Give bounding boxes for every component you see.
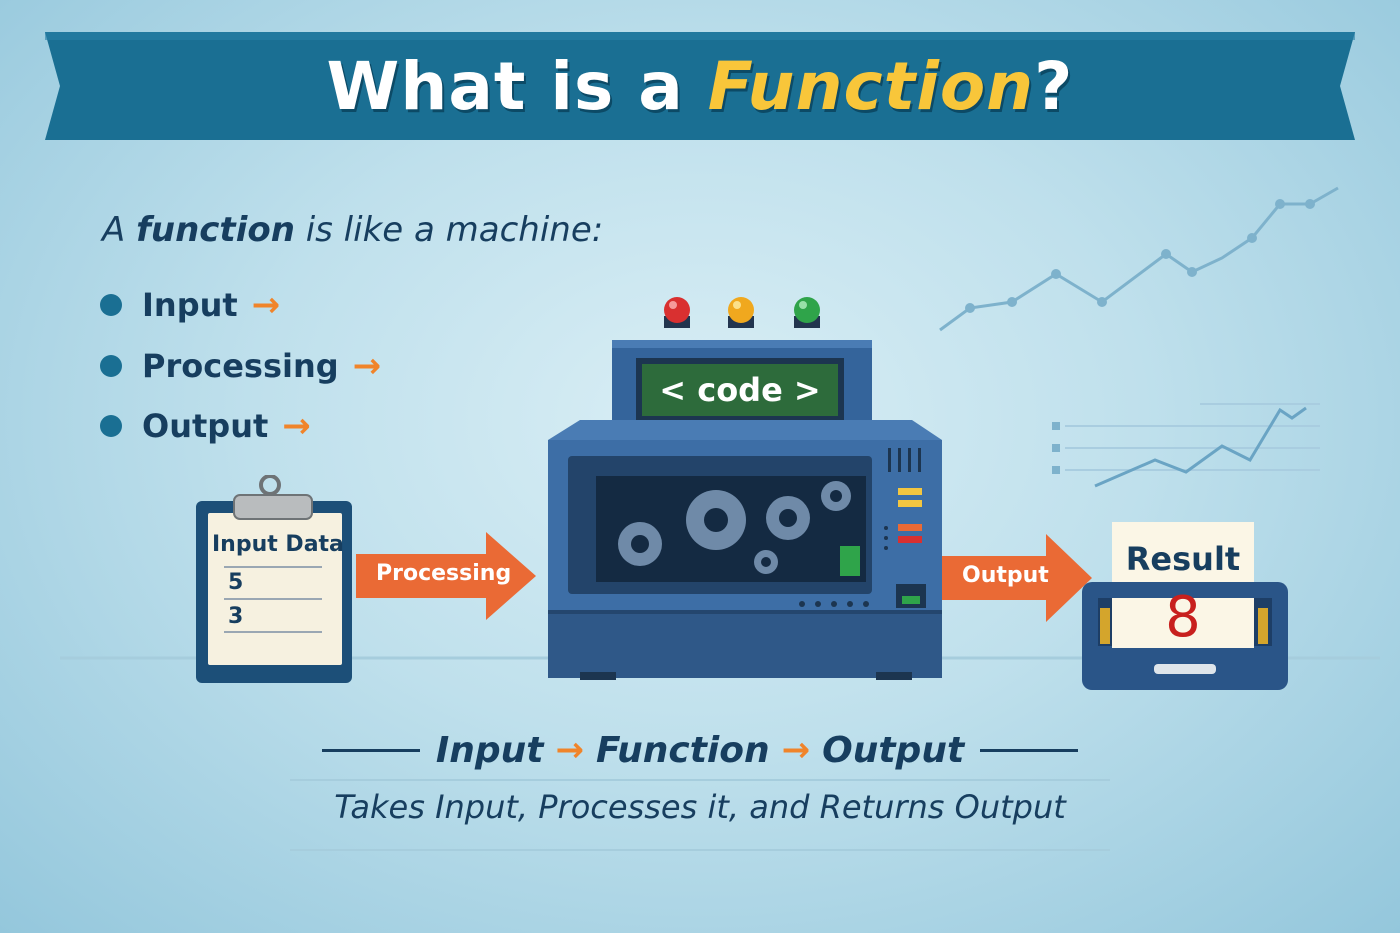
arrow-icon: → <box>555 730 584 770</box>
arrow-icon: → <box>251 285 281 325</box>
tagline: Takes Input, Processes it, and Returns O… <box>334 788 1066 826</box>
divider <box>980 748 1079 752</box>
machine-icon <box>548 297 942 680</box>
result-tray-icon <box>1082 522 1288 690</box>
result-label: Result <box>1125 540 1241 578</box>
flow-summary: Input → Function → Output <box>0 722 1400 778</box>
clipboard-value: 3 <box>228 604 244 629</box>
result-value: 8 <box>1165 585 1201 650</box>
divider <box>321 748 420 752</box>
output-arrow-label: Output <box>962 563 1049 588</box>
arrow-icon: → <box>352 346 382 386</box>
machine-screen-text: < code > <box>659 371 821 409</box>
bullet-dot <box>100 415 122 437</box>
output-arrow-icon <box>942 534 1092 622</box>
trend-line-icon <box>939 186 1339 488</box>
title-highlight: Function <box>707 48 1035 125</box>
bullet-label: Processing <box>142 347 339 385</box>
clipboard-title: Input Data <box>212 532 344 557</box>
tagline-rules <box>290 779 1110 851</box>
clipboard-value: 5 <box>228 570 244 595</box>
arrow-icon: → <box>781 730 811 770</box>
title-banner <box>45 32 1355 140</box>
bullet-label: Input <box>142 286 238 324</box>
bullet-dot <box>100 355 122 377</box>
processing-arrow-label: Processing <box>376 561 512 586</box>
flow-input: Input <box>435 729 544 771</box>
processing-arrow-icon <box>356 532 536 620</box>
flow-function: Function <box>595 729 770 771</box>
status-lights <box>664 297 820 328</box>
bullet-output: Output → <box>100 401 311 451</box>
bullet-dot <box>100 294 122 316</box>
clipboard-icon <box>196 475 352 683</box>
flow-output: Output <box>822 729 965 771</box>
bullet-input: Input → <box>100 280 280 330</box>
page-title: What is a Function? <box>326 48 1074 125</box>
subtitle: A function is like a machine: <box>102 210 604 250</box>
bullet-processing: Processing → <box>100 341 381 391</box>
arrow-icon: → <box>282 406 311 446</box>
bullet-label: Output <box>142 407 269 445</box>
